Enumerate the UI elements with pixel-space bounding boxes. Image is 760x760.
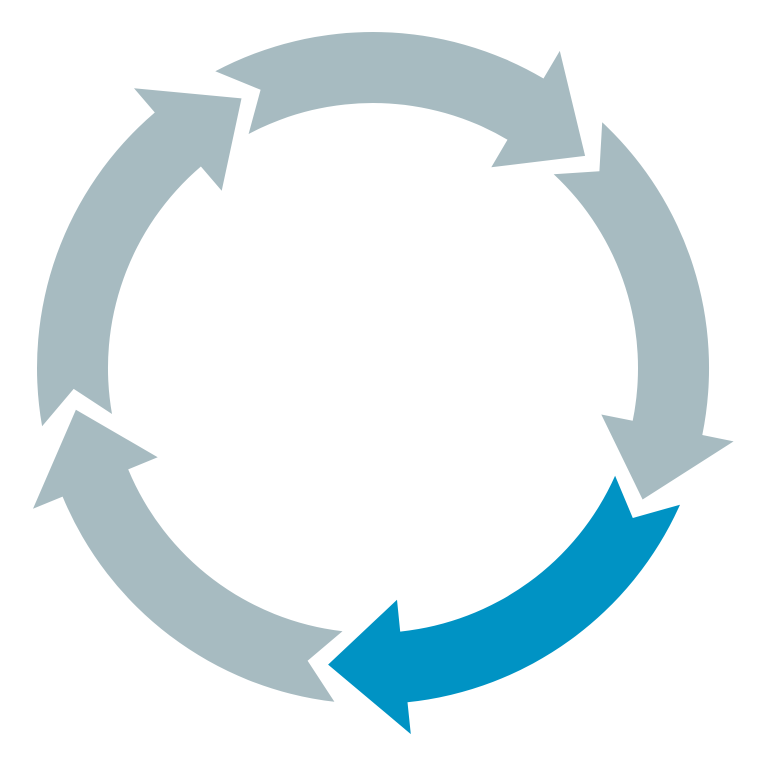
- cycle-arrow-5: [207, 28, 590, 172]
- cycle-arrow-4: [33, 83, 246, 435]
- cycle-arrow-1: [545, 114, 743, 505]
- cycle-arrow-active-2: [322, 466, 687, 743]
- cycle-arrow-3: [26, 404, 351, 707]
